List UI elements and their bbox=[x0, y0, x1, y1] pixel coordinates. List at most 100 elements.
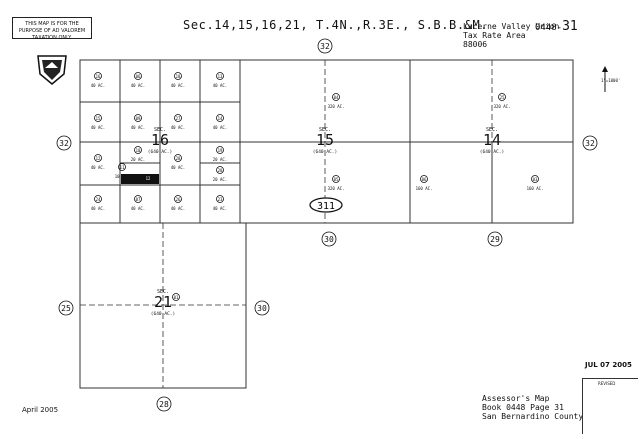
parcel-number: 27 bbox=[176, 116, 181, 121]
revised-box: REVISED bbox=[582, 378, 638, 434]
parcel-number-circle bbox=[172, 293, 180, 301]
section-acres: (640 AC.) bbox=[151, 311, 175, 317]
parcel-number: 15 bbox=[96, 116, 101, 121]
parcel-number: 07 bbox=[136, 197, 141, 202]
page-reference: 25 bbox=[61, 304, 71, 313]
parcel-number: 06 bbox=[422, 177, 427, 182]
county-seal-icon bbox=[37, 55, 67, 85]
parcel-number: 23 bbox=[218, 197, 223, 202]
parcel-acres: 40 AC. bbox=[91, 125, 105, 130]
page-reference: 29 bbox=[490, 235, 500, 244]
parcel-number-circle bbox=[174, 195, 182, 203]
disclaimer-box: THIS MAP IS FOR THE PURPOSE OF AD VALORE… bbox=[12, 17, 92, 41]
parcel-acres: 40 AC. bbox=[213, 206, 227, 211]
parcel-number-circle bbox=[94, 72, 102, 80]
parcel-acres: 40 AC. bbox=[131, 125, 145, 130]
book-prefix: 0448- bbox=[535, 23, 563, 33]
parcel-number-circle bbox=[174, 154, 182, 162]
parcel-number: 24 bbox=[96, 197, 101, 202]
parcel-acres: 160 AC. bbox=[416, 186, 433, 191]
map-date: April 2005 bbox=[22, 406, 59, 414]
parcel-number: 19 bbox=[218, 148, 223, 153]
parcel-acres: 40 AC. bbox=[171, 125, 185, 130]
parcel-number: 04 bbox=[334, 95, 339, 100]
parcel-acres: 160 AC. bbox=[527, 186, 544, 191]
parcel-acres: 40 AC. bbox=[171, 165, 185, 170]
north-arrow-icon bbox=[602, 66, 608, 92]
parcel-number-circle bbox=[134, 195, 142, 203]
page-reference-circle bbox=[487, 231, 503, 247]
parcel-number-circle bbox=[174, 114, 182, 122]
parcel-acres: 20 AC. bbox=[131, 157, 145, 162]
parcel-number-circle bbox=[216, 146, 224, 154]
revised-label: REVISED bbox=[598, 381, 616, 386]
page-reference: 28 bbox=[159, 400, 169, 409]
page-reference-circle bbox=[582, 135, 598, 151]
section-acres: (640 AC.) bbox=[480, 149, 504, 155]
parcel-number: 05 bbox=[334, 177, 339, 182]
page-reference: 32 bbox=[320, 42, 330, 51]
section-number: 15 bbox=[316, 131, 334, 149]
parcel-number-circle bbox=[134, 114, 142, 122]
page-reference: 30 bbox=[324, 235, 334, 244]
parcel-number: 28 bbox=[176, 156, 181, 161]
section-lines bbox=[79, 59, 574, 389]
map-title: Sec.14,15,16,21, T.4N.,R.3E., S.B.B.&M. bbox=[183, 18, 489, 32]
parcel-acres: 40 AC. bbox=[171, 83, 185, 88]
section-acres: (640 AC.) bbox=[313, 149, 337, 155]
parcel-acres: 40 AC. bbox=[91, 83, 105, 88]
parcel-acres: 20 AC. bbox=[213, 157, 227, 162]
section-acres: (640 AC.) bbox=[148, 149, 172, 155]
parcel-number: 11 bbox=[120, 165, 125, 170]
parcel-number-circle bbox=[332, 93, 340, 101]
parcel-number-circle bbox=[216, 72, 224, 80]
highway-number: 311 bbox=[317, 201, 335, 212]
page-reference-circle bbox=[254, 300, 270, 316]
section-label: SEC. bbox=[319, 127, 331, 133]
page-reference-circle bbox=[317, 38, 333, 54]
parcel-number-circle bbox=[144, 174, 152, 182]
parcel-number: 16 bbox=[96, 74, 101, 79]
page-reference-circle bbox=[321, 231, 337, 247]
parcel-number: 06 bbox=[136, 74, 141, 79]
section-number: 14 bbox=[483, 131, 501, 149]
parcel-number: 10 bbox=[136, 148, 141, 153]
section-number: 21 bbox=[154, 293, 172, 311]
parcel-number: 14 bbox=[218, 116, 223, 121]
section-label: SEC. bbox=[157, 289, 169, 295]
parcel-number: 03 bbox=[533, 177, 538, 182]
parcel-acres: 320 AC. bbox=[328, 186, 345, 191]
parcel-number-circle bbox=[498, 93, 506, 101]
page-reference-circle bbox=[156, 396, 172, 412]
parcel-acres: 40 AC. bbox=[131, 83, 145, 88]
parcel-number-circle bbox=[94, 195, 102, 203]
parcel-number: 25 bbox=[500, 95, 505, 100]
parcel-number: 01 bbox=[174, 295, 179, 300]
parcel-number-circle bbox=[174, 72, 182, 80]
tax-rate-area: Lucerne Valley Union Tax Rate Area 88006 bbox=[463, 22, 560, 49]
page-number: 31 bbox=[562, 19, 578, 34]
page-reference: 32 bbox=[59, 139, 69, 148]
parcel-number: 18 bbox=[176, 74, 181, 79]
parcel-number: 26 bbox=[176, 197, 181, 202]
parcel-number: 20 bbox=[218, 168, 223, 173]
parcel-number-circle bbox=[134, 146, 142, 154]
parcel-acres: 10 AC. bbox=[115, 174, 129, 179]
parcel-acres: 320 AC. bbox=[328, 104, 345, 109]
quarter-lines bbox=[80, 60, 493, 388]
parcel-acres: 320 AC. bbox=[494, 104, 511, 109]
parcel-number-circle bbox=[531, 175, 539, 183]
page-reference: 32 bbox=[585, 139, 595, 148]
parcel-acres: 40 AC. bbox=[91, 165, 105, 170]
parcel-number: 12 bbox=[146, 176, 151, 181]
section-label: SEC. bbox=[486, 127, 498, 133]
parcel-number-circle bbox=[216, 114, 224, 122]
section-label: SEC. bbox=[154, 127, 166, 133]
highlighted-parcel bbox=[121, 174, 159, 184]
date-stamp: JUL 07 2005 bbox=[585, 361, 632, 369]
parcel-number: 12 bbox=[96, 156, 101, 161]
parcel-number-circle bbox=[216, 166, 224, 174]
parcel-number: 13 bbox=[218, 74, 223, 79]
parcel-number-circle bbox=[134, 72, 142, 80]
